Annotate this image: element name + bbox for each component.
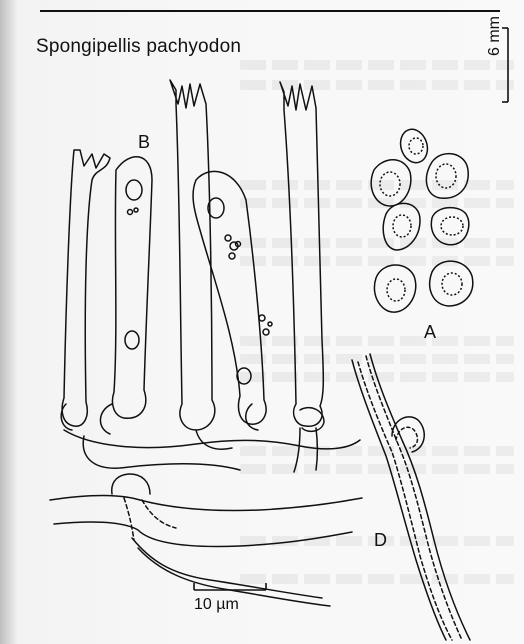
spore	[396, 126, 431, 166]
panel-b-basidia	[61, 80, 360, 472]
spore	[371, 160, 411, 206]
spore	[431, 208, 468, 245]
panel-a-spores	[371, 126, 473, 312]
spore	[383, 203, 420, 250]
spore	[426, 154, 468, 199]
panel-label-b: B	[138, 132, 150, 153]
panel-d-hypha	[352, 354, 470, 640]
spore	[374, 265, 415, 312]
side-scale-bracket	[502, 28, 508, 102]
spore	[430, 261, 473, 306]
scale-bar-label: 10 µm	[194, 596, 239, 614]
panel-c-hyphae	[50, 474, 362, 606]
scale-bar	[194, 583, 266, 590]
panel-label-d: D	[374, 530, 387, 551]
panel-label-a: A	[424, 322, 436, 343]
